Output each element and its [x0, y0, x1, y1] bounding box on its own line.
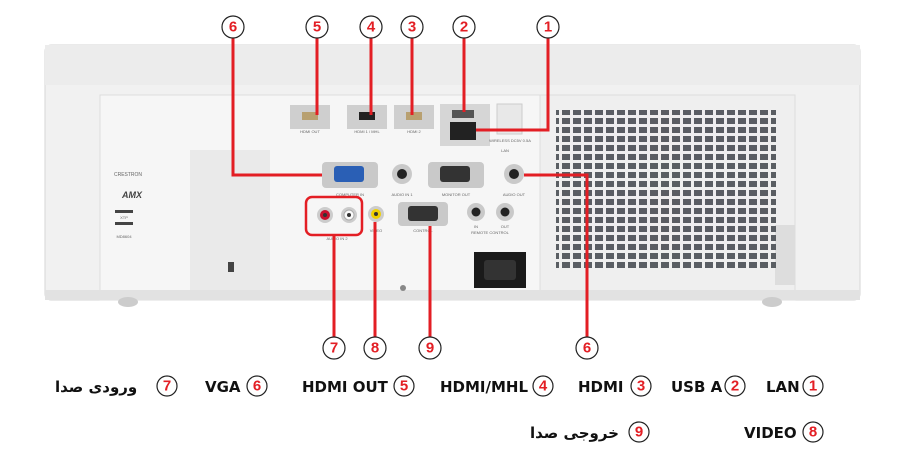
legend-item-hdmi-mhl: HDMI/MHL 4 [440, 375, 554, 397]
svg-text:HDMI/MHL: HDMI/MHL [440, 378, 528, 396]
legend-item-usb-a: USB A 2 [671, 375, 746, 397]
svg-text:7: 7 [163, 378, 171, 395]
svg-text:LAN: LAN [766, 378, 800, 396]
legend-item-hdmi: HDMI 3 [578, 375, 652, 397]
svg-text:8: 8 [809, 424, 817, 441]
svg-text:HDMI 1 / MHL: HDMI 1 / MHL [354, 129, 380, 134]
svg-text:AUDIO OUT: AUDIO OUT [503, 192, 526, 197]
foot [762, 297, 782, 307]
svg-text:3: 3 [408, 19, 416, 36]
svg-text:4: 4 [367, 19, 376, 36]
svg-text:4: 4 [539, 378, 548, 395]
svg-text:2: 2 [460, 19, 468, 36]
vent-grille [556, 110, 776, 270]
lan-port [450, 122, 476, 140]
svg-text:1: 1 [544, 19, 552, 36]
callout-2: 2 [452, 15, 476, 39]
model-label: MD8604 [116, 234, 132, 239]
remote-control-jacks: IN OUT REMOTE CONTROL [467, 203, 514, 235]
hdmi2-port: HDMI 2 [394, 105, 434, 134]
svg-text:6: 6 [253, 378, 261, 395]
foot [118, 297, 138, 307]
svg-text:HDMI OUT: HDMI OUT [300, 129, 320, 134]
svg-text:HDMI 2: HDMI 2 [407, 129, 421, 134]
control-port: CONTROL [398, 202, 448, 233]
monitor-out-port: MONITOR OUT [428, 162, 484, 197]
svg-text:3: 3 [637, 378, 645, 395]
svg-text:COMPUTER IN: COMPUTER IN [336, 192, 364, 197]
svg-text:VGA: VGA [205, 378, 241, 396]
callout-6-top: 6 [221, 15, 245, 39]
callout-5: 5 [305, 15, 329, 39]
legend-item-lan: LAN 1 [766, 375, 824, 397]
audio-out-jack: AUDIO OUT [503, 164, 526, 197]
svg-text:9: 9 [426, 340, 434, 357]
svg-text:LAN: LAN [501, 148, 509, 153]
svg-text:AUDIO IN 1: AUDIO IN 1 [391, 192, 413, 197]
svg-text:5: 5 [313, 19, 321, 36]
svg-text:HDMI OUT: HDMI OUT [302, 378, 389, 396]
callout-3: 3 [400, 15, 424, 39]
legend-item-audio-out: خروجی صدا 9 [530, 421, 650, 443]
audio-in2-rca: AUDIO IN 2 [317, 207, 357, 241]
vga-computer-in-port: COMPUTER IN [322, 162, 378, 197]
svg-text:9: 9 [635, 424, 643, 441]
legend-item-video: VIDEO 8 [744, 421, 824, 443]
svg-text:AUDIO IN 2: AUDIO IN 2 [326, 236, 348, 241]
svg-text:CONTROL: CONTROL [413, 228, 433, 233]
callout-9: 9 [418, 336, 442, 360]
svg-text:5: 5 [400, 378, 408, 395]
svg-text:MONITOR OUT: MONITOR OUT [442, 192, 471, 197]
legend-item-audio-in: ورودی صدا 7 [55, 375, 178, 397]
svg-text:OUT: OUT [501, 224, 510, 229]
svg-text:USB A: USB A [671, 378, 723, 396]
legend-item-vga: VGA 6 [205, 375, 268, 397]
svg-text:IN: IN [474, 224, 478, 229]
svg-text:HDMI: HDMI [578, 378, 624, 396]
svg-text:ورودی صدا: ورودی صدا [55, 378, 137, 396]
callout-6-bottom: 6 [575, 336, 599, 360]
svg-text:1: 1 [809, 378, 817, 395]
svg-text:خروجی صدا: خروجی صدا [530, 424, 619, 442]
crestron-logo: CRESTRON [114, 172, 142, 178]
svg-text:VIDEO: VIDEO [744, 424, 797, 442]
audio-in1-jack: AUDIO IN 1 [391, 164, 413, 197]
legend-item-hdmi-out: HDMI OUT 5 [302, 375, 415, 397]
svg-text:2: 2 [731, 378, 739, 395]
usb-port [452, 110, 474, 118]
xtp-logo: XTP [120, 215, 128, 220]
svg-text:7: 7 [330, 340, 338, 357]
callout-7: 7 [322, 336, 346, 360]
svg-text:6: 6 [583, 340, 591, 357]
svg-text:REMOTE CONTROL: REMOTE CONTROL [471, 230, 510, 235]
svg-text:6: 6 [229, 19, 237, 36]
callout-4: 4 [359, 15, 383, 39]
amx-logo: AMX [121, 190, 143, 200]
svg-text:WIRELESS DC5V 0.5A: WIRELESS DC5V 0.5A [489, 138, 531, 143]
callout-8: 8 [363, 336, 387, 360]
svg-text:8: 8 [371, 340, 379, 357]
hdmi1-mhl-port: HDMI 1 / MHL [347, 105, 387, 134]
security-slot [228, 262, 234, 272]
legend: LAN 1 USB A 2 HDMI 3 HDMI/MHL 4 HDMI OUT 5 VG… [55, 375, 824, 443]
hdmi-out-port: HDMI OUT [290, 105, 330, 134]
callout-1: 1 [536, 15, 560, 39]
power-inlet [474, 252, 526, 288]
callout-lines [231, 38, 589, 337]
